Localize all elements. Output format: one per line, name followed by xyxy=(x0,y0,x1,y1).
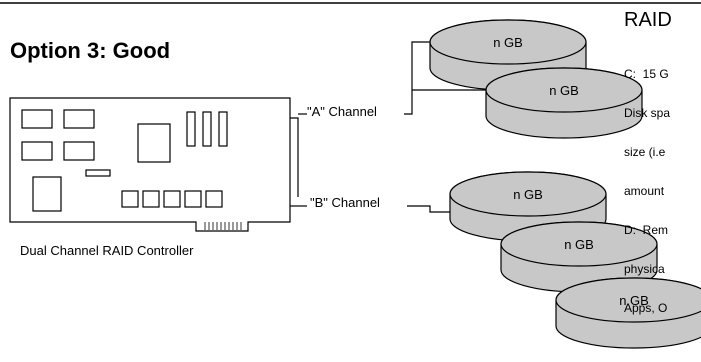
raid-controller-card xyxy=(9,97,291,232)
chip xyxy=(205,190,223,208)
connector-strip xyxy=(85,169,111,177)
memory-slot xyxy=(186,111,196,147)
chip xyxy=(184,190,202,208)
chip xyxy=(163,190,181,208)
chip xyxy=(63,109,95,129)
chip xyxy=(21,141,53,161)
raid-note-line: D: Rem xyxy=(624,223,669,237)
channel-b-label: "B" Channel xyxy=(310,195,380,210)
processor-chip xyxy=(137,123,171,163)
channel-b-cable xyxy=(407,205,450,213)
chip xyxy=(21,109,53,129)
channel-a-cable xyxy=(404,41,430,115)
raid-panel-heading: RAID xyxy=(624,9,672,31)
channel-a-label: "A" Channel xyxy=(307,104,377,119)
controller-caption: Dual Channel RAID Controller xyxy=(20,243,194,258)
page-title: Option 3: Good xyxy=(10,38,171,63)
memory-slot xyxy=(218,111,228,147)
raid-note-line: Disk spa xyxy=(624,106,671,120)
raid-note-line: size (i.e xyxy=(624,145,666,159)
raid-note-line: Apps, O xyxy=(624,301,668,315)
chip xyxy=(32,176,62,212)
raid-note-line: C: 15 G xyxy=(624,67,669,81)
channel-connectors xyxy=(290,117,299,197)
memory-slot xyxy=(202,111,212,147)
disk-label: n GB xyxy=(564,237,594,252)
chip xyxy=(121,190,139,208)
chip xyxy=(63,141,95,161)
disk xyxy=(500,221,658,293)
raid-note-line: amount xyxy=(624,184,665,198)
disk-array xyxy=(429,19,701,349)
raid-note-line: physica xyxy=(624,262,665,276)
disk-label: n GB xyxy=(549,83,579,98)
channel-a-port-line xyxy=(290,117,299,197)
disk xyxy=(555,277,701,349)
disk-label: n GB xyxy=(493,35,523,50)
channel-cables xyxy=(404,41,486,213)
chip xyxy=(142,190,160,208)
disk-label: n GB xyxy=(513,187,543,202)
edge-connector-pins xyxy=(204,222,242,230)
disk-label: n GB xyxy=(619,293,649,308)
disk xyxy=(485,67,643,139)
raid-panel-notes: C: 15 G Disk spa size (i.e amount D: Rem… xyxy=(624,42,701,328)
